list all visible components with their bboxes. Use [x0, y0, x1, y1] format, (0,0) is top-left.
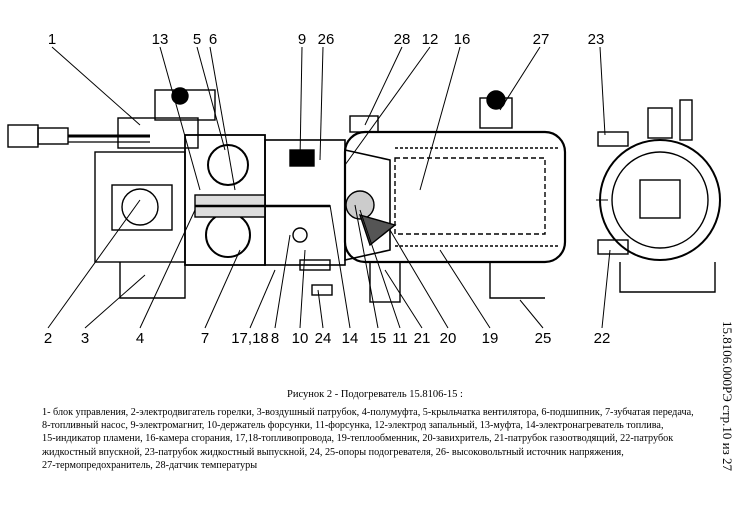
callout-bottom-25: 25: [535, 330, 552, 347]
callout-bottom-21: 21: [414, 330, 431, 347]
callout-bottom-24: 24: [315, 330, 332, 347]
legend: 1- блок управления, 2-электродвигатель г…: [42, 406, 732, 472]
callout-top-13: 13: [152, 31, 169, 48]
callout-top-5: 5: [193, 31, 201, 48]
legend-line: 8-топливный насос, 9-электромагнит, 10-д…: [42, 420, 664, 432]
callout-top-16: 16: [454, 31, 471, 48]
callout-bottom-17-18: 17,18: [231, 330, 269, 347]
callout-top-23: 23: [588, 31, 605, 48]
callout-bottom-20: 20: [440, 330, 457, 347]
callout-bottom-14: 14: [342, 330, 359, 347]
callout-top-28: 28: [394, 31, 411, 48]
callout-bottom-2: 2: [44, 330, 52, 347]
callout-bottom-15: 15: [370, 330, 387, 347]
callout-bottom-7: 7: [201, 330, 209, 347]
legend-line: 1- блок управления, 2-электродвигатель г…: [42, 407, 694, 418]
callout-top-12: 12: [422, 31, 439, 48]
callout-bottom-8: 8: [271, 330, 279, 347]
callout-bottom-11: 11: [392, 330, 408, 347]
leader-lines: [47, 46, 611, 329]
callout-bottom-4: 4: [136, 330, 144, 347]
callout-top-27: 27: [533, 31, 550, 48]
callout-bottom-3: 3: [81, 330, 89, 347]
callout-top-6: 6: [209, 31, 217, 48]
callout-bottom-10: 10: [292, 330, 309, 347]
legend-line: 27-термопредохранитель, 28-датчик темпер…: [42, 459, 258, 471]
page-stamp: 15.8106.000РЭ стр.10 из 27: [720, 321, 735, 472]
callout-bottom-19: 19: [482, 330, 499, 347]
heater-body: [7, 87, 721, 303]
legend-line: жидкостный впускной, 23-патрубок жидкост…: [42, 446, 624, 458]
callout-bottom-22: 22: [594, 330, 611, 347]
legend-line: 15-индикатор пламени, 16-камера сгорания…: [42, 433, 674, 445]
callout-top-1: 1: [48, 31, 56, 48]
callout-top-9: 9: [298, 31, 306, 48]
figure-caption-title: Рисунок 2 - Подогреватель 15.8106-15 :: [287, 389, 463, 400]
callout-top-26: 26: [318, 31, 335, 48]
